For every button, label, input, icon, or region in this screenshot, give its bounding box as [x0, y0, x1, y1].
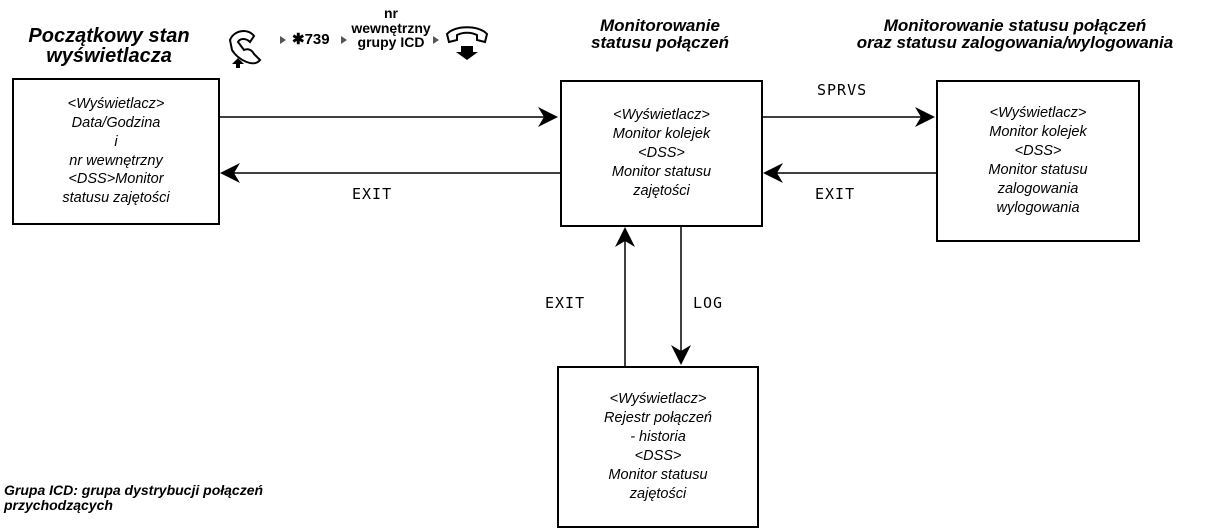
box-call-status-monitor: <Wyświetlacz> Monitor kolejek <DSS>Monitor…: [560, 80, 763, 227]
log-box-line: - historia: [630, 429, 686, 446]
log-box-line: <Wyświetlacz>: [609, 391, 707, 408]
extension-line1: nr: [384, 5, 398, 21]
extension-line2: wewnętrzny: [351, 19, 431, 36]
label-exit-from-log: EXIT: [545, 294, 586, 312]
title-monitor: Monitorowanie statusu połączeń: [560, 17, 760, 51]
handset-offhook-icon: [228, 30, 262, 68]
sequence-arrow-1: [280, 36, 286, 44]
monitor-box-line: Monitor kolejek: [612, 126, 711, 143]
extension-line3: grupy ICD: [357, 34, 425, 51]
log-box-line: <DSS>: [634, 448, 682, 464]
initial-box-line: Data/Godzina: [71, 114, 161, 131]
box-call-log: <Wyświetlacz> Rejestr połączeń - historia <…: [557, 366, 759, 528]
footnote-line2: przychodzących: [4, 496, 113, 513]
footnote: Grupa ICD: grupa dystrybucji połączeń pr…: [4, 483, 263, 512]
label-sprvs: SPRVS: [817, 81, 868, 99]
footnote-line1: Grupa ICD: grupa dystrybucji połączeń: [4, 482, 264, 498]
log-box-line: zajętości: [629, 485, 687, 502]
initial-box-line: <DSS>Monitor: [68, 171, 164, 188]
title-login-monitor: Monitorowanie statusu połączeń oraz stat…: [810, 17, 1220, 51]
monitor-box-line: zajętości: [633, 182, 690, 199]
box-initial-display: <Wyświetlacz> Data/Godzina i nr wewnętrzny <…: [12, 78, 220, 225]
login-box-line: <Wyświetlacz>: [989, 105, 1087, 122]
label-exit-from-login: EXIT: [815, 185, 856, 203]
login-box-line: zalogowania: [997, 180, 1079, 197]
title-monitor-line1: Monitorowanie: [600, 16, 720, 35]
handset-onhook-icon: [445, 26, 489, 60]
login-box-line: wylogowania: [996, 199, 1080, 216]
monitor-box-line: <DSS>: [638, 145, 685, 162]
label-exit-to-initial: EXIT: [352, 185, 393, 203]
log-box-line: Monitor statusu: [608, 466, 708, 483]
title-monitor-line2: statusu połączeń: [591, 33, 729, 52]
title-login-line2: oraz statusu zalogowania/wylogowania: [856, 33, 1174, 52]
monitor-box-line: Monitor statusu: [611, 163, 712, 180]
initial-box-line: i: [114, 133, 118, 150]
title-initial-state: Początkowy stan wyświetlacza: [4, 26, 214, 66]
sequence-code: ✱739: [292, 31, 330, 48]
login-box-line: Monitor statusu: [988, 162, 1088, 178]
sequence-arrow-3: [433, 36, 439, 44]
title-login-line1: Monitorowanie statusu połączeń: [883, 16, 1147, 35]
initial-box-line: statusu zajętości: [62, 190, 170, 207]
title-initial-line1: Początkowy stan: [28, 25, 190, 47]
title-initial-line2: wyświetlacza: [46, 45, 172, 67]
sequence-extension: nr wewnętrzny grupy ICD: [346, 6, 436, 50]
login-box-line: <DSS>: [1014, 143, 1062, 160]
log-box-line: Rejestr połączeń: [604, 410, 712, 427]
login-box-line: Monitor kolejek: [989, 124, 1087, 141]
label-log: LOG: [693, 294, 724, 312]
box-login-status-monitor: <Wyświetlacz> Monitor kolejek <DSS> Monitor…: [936, 80, 1140, 242]
initial-box-line: nr wewnętrzny: [69, 152, 163, 169]
sequence-arrow-2: [341, 36, 347, 44]
monitor-box-line: <Wyświetlacz>: [613, 107, 710, 124]
initial-box-line: <Wyświetlacz>: [67, 95, 165, 112]
